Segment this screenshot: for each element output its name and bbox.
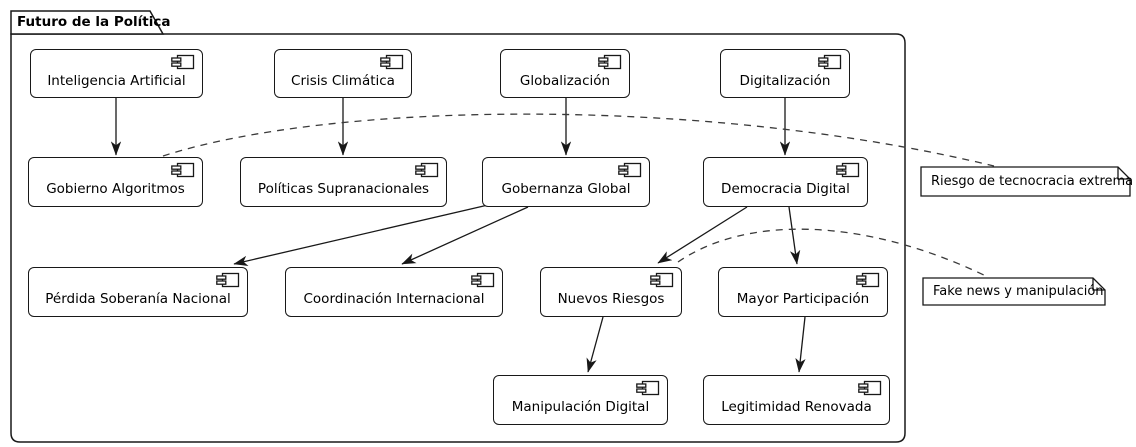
component-icon: [415, 162, 439, 178]
component-icon: [171, 54, 195, 70]
component-legitimidad-renovada: Legitimidad Renovada: [703, 375, 890, 425]
component-icon: [618, 162, 642, 178]
component-inteligencia-artificial: Inteligencia Artificial: [30, 49, 203, 98]
component-icon: [380, 54, 404, 70]
note-label: Riesgo de tecnocracia extrema: [931, 174, 1134, 189]
component-label: Nuevos Riesgos: [557, 291, 665, 307]
component-manipulacion-digital: Manipulación Digital: [493, 375, 668, 425]
component-label: Manipulación Digital: [511, 399, 650, 415]
component-icon: [216, 272, 240, 288]
diagram-title: Futuro de la Política: [17, 13, 171, 30]
edge-nuevos-riesgos-manipulacion: [586, 316, 604, 373]
component-label: Crisis Climática: [291, 72, 395, 89]
note-shape-tecnocracia: [920, 166, 1131, 197]
component-coordinacion-internacional: Coordinación Internacional: [285, 267, 503, 317]
component-label: Legitimidad Renovada: [721, 399, 872, 415]
component-label: Políticas Supranacionales: [257, 181, 430, 197]
component-politicas-supranacionales: Políticas Supranacionales: [240, 157, 447, 207]
edge-gobernanza-perdida: [233, 204, 489, 266]
frame-border: [10, 33, 906, 443]
component-icon: [650, 272, 674, 288]
component-crisis-climatica: Crisis Climática: [274, 49, 412, 98]
component-icon: [636, 380, 660, 396]
note-link-tecnocracia: [162, 113, 995, 167]
edge-democracia-mayor-participacion: [788, 206, 801, 265]
component-label: Democracia Digital: [721, 181, 850, 197]
note-label: Fake news y manipulación: [933, 284, 1104, 299]
component-icon: [836, 162, 860, 178]
component-gobierno-algoritmos: Gobierno Algoritmos: [28, 157, 203, 207]
component-mayor-participacion: Mayor Participación: [718, 267, 888, 317]
note-shape-fakenews: [922, 277, 1106, 306]
component-perdida-soberania-nacional: Pérdida Soberanía Nacional: [28, 267, 248, 317]
note-fakenews: Fake news y manipulación: [923, 278, 1105, 305]
component-icon: [818, 54, 842, 70]
component-label: Globalización: [519, 72, 611, 89]
frame-title-tab: [10, 10, 165, 35]
component-label: Inteligencia Artificial: [47, 72, 186, 89]
note-tecnocracia: Riesgo de tecnocracia extrema: [921, 167, 1134, 196]
component-icon: [471, 272, 495, 288]
edge-mayor-legitimidad: [795, 316, 806, 373]
component-gobernanza-global: Gobernanza Global: [482, 157, 650, 207]
component-icon: [171, 162, 195, 178]
component-label: Gobierno Algoritmos: [46, 181, 185, 197]
component-digitalizacion: Digitalización: [720, 49, 850, 98]
component-label: Coordinación Internacional: [303, 291, 485, 307]
component-label: Mayor Participación: [736, 291, 870, 307]
component-nuevos-riesgos: Nuevos Riesgos: [540, 267, 682, 317]
component-icon: [856, 272, 880, 288]
component-icon: [598, 54, 622, 70]
edge-democracia-nuevos-riesgos: [657, 206, 748, 264]
component-icon: [858, 380, 882, 396]
edge-gobernanza-coordinacion: [401, 206, 529, 265]
component-label: Digitalización: [739, 72, 831, 89]
component-label: Gobernanza Global: [501, 181, 631, 197]
component-democracia-digital: Democracia Digital: [703, 157, 868, 207]
component-globalizacion: Globalización: [500, 49, 630, 98]
component-label: Pérdida Soberanía Nacional: [45, 291, 231, 307]
